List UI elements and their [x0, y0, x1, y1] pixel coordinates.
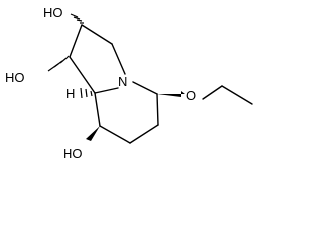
- bond-n-c5: [132, 81, 158, 95]
- nitrogen-label: N: [118, 74, 127, 89]
- wedge-bond-c5-o: [157, 91, 185, 97]
- bond-c2-c3: [81, 24, 113, 45]
- hydroxyl-label-bottom: HO: [63, 146, 83, 161]
- bond-c6-c7: [129, 124, 159, 144]
- bond-o-ch2: [202, 85, 223, 100]
- bond-c3-n: [111, 43, 126, 75]
- bond-c8-c8a: [94, 92, 101, 127]
- bond-c5-c6: [156, 93, 159, 126]
- wedge-bond-c8-oh: [86, 126, 100, 141]
- bond-c1-c2: [69, 24, 83, 58]
- hydroxyl-label-top: HO: [43, 5, 63, 20]
- structure-diagram: HO HO H N O HO: [5, 5, 253, 161]
- bond-c8a-n: [94, 87, 119, 94]
- bond-ch2-ch3: [221, 85, 253, 105]
- stereo-hydrogen-label: H: [66, 86, 75, 101]
- bond-c1-c8a: [69, 56, 96, 94]
- ether-oxygen-label: O: [186, 88, 196, 103]
- bond-c7-c8: [99, 125, 131, 144]
- hashed-bond-c8a-h: [80, 87, 93, 99]
- hashed-bond-c1-oh: [47, 55, 70, 72]
- hydroxyl-label-left: HO: [5, 70, 25, 85]
- hashed-bond-c2-oh: [70, 13, 84, 24]
